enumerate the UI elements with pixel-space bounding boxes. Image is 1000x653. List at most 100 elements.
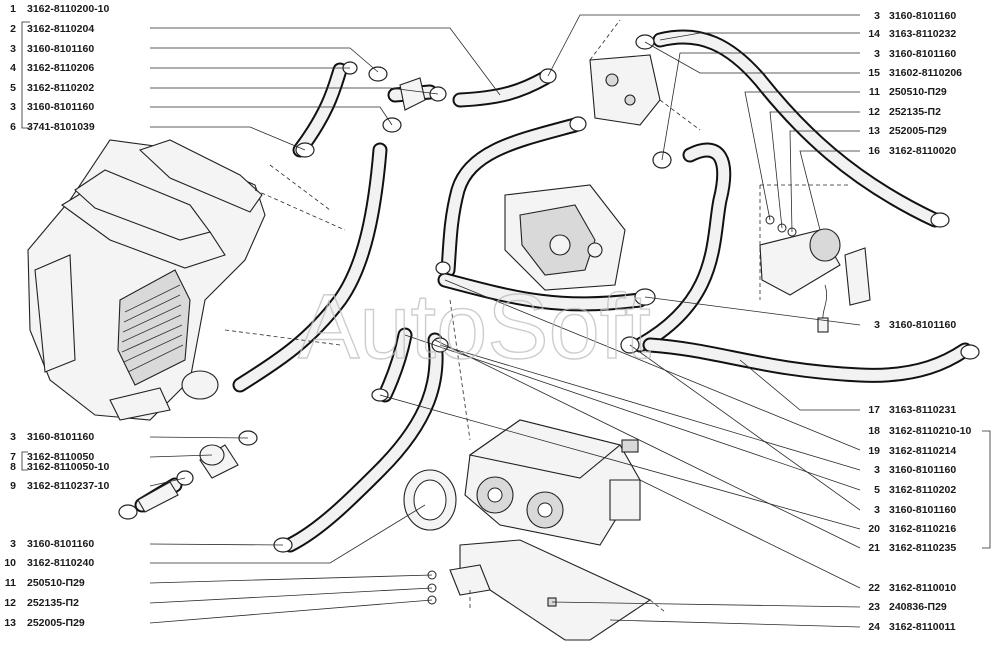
callout-number: 4 xyxy=(10,62,16,74)
callout-number: 3 xyxy=(10,43,16,55)
part-code: 3162-8110010 xyxy=(889,582,956,594)
callout-number: 20 xyxy=(868,523,880,535)
callout-number: 17 xyxy=(868,404,880,416)
right-callout-5: 5 3162-8110202 xyxy=(874,484,956,496)
callout-number: 12 xyxy=(4,597,16,609)
callout-number: 2 xyxy=(10,23,16,35)
right-callout-15: 15 31602-8110206 xyxy=(868,67,962,79)
part-code: 3162-8110202 xyxy=(889,484,956,496)
part-code: 3162-8110206 xyxy=(27,62,94,74)
left-callout-3: 3 3160-8101160 xyxy=(10,43,94,55)
group-2-6-bracket xyxy=(21,21,30,129)
right-callout-20: 20 3162-8110216 xyxy=(868,523,956,535)
part-code: 3162-8110011 xyxy=(889,621,956,633)
electric-pump xyxy=(759,215,871,333)
part-code: 3162-8110210-10 xyxy=(889,425,971,437)
engine-fragment xyxy=(504,184,626,291)
part-code: 3162-8110216 xyxy=(889,523,956,535)
part-code: 3160-8101160 xyxy=(889,504,956,516)
right-callout-24: 24 3162-8110011 xyxy=(868,621,955,633)
part-code: 3162-8110214 xyxy=(889,445,956,457)
group-7-8-bracket xyxy=(21,451,28,471)
callout-number: 22 xyxy=(868,582,880,594)
callout-number: 9 xyxy=(10,480,16,492)
auxiliary-heater xyxy=(403,419,652,641)
left-callout-4: 4 3162-8110206 xyxy=(10,62,94,74)
part-code: 31602-8110206 xyxy=(889,67,962,79)
right-callout-22: 22 3162-8110010 xyxy=(868,582,956,594)
callout-number: 3 xyxy=(10,538,16,550)
part-code: 3163-8110231 xyxy=(889,404,956,416)
right-callout-21: 21 3162-8110235 xyxy=(868,542,956,554)
callout-number: 15 xyxy=(868,67,880,79)
part-code: 3160-8101160 xyxy=(27,431,94,443)
callout-number: 5 xyxy=(874,484,880,496)
part-code: 3162-8110202 xyxy=(27,82,94,94)
part-code: 3163-8110232 xyxy=(889,28,956,40)
assembly-lines xyxy=(224,19,850,613)
callout-number: 3 xyxy=(874,10,880,22)
right-leaders xyxy=(379,14,861,628)
callout-number: 19 xyxy=(868,445,880,457)
right-callout-19: 19 3162-8110214 xyxy=(868,445,956,457)
callout-number: 24 xyxy=(868,621,880,633)
callout-number: 3 xyxy=(874,319,880,331)
left-callout-3: 3 3160-8101160 xyxy=(10,538,94,550)
part-code: 3162-8110020 xyxy=(889,145,956,157)
part-code: 3162-8110235 xyxy=(889,542,956,554)
part-code: 3160-8101160 xyxy=(27,101,94,113)
part-code: 3162-8110240 xyxy=(27,557,94,569)
part-code: 3160-8101160 xyxy=(27,43,94,55)
right-callout-3: 3 3160-8101160 xyxy=(874,319,956,331)
group-18-bracket xyxy=(982,430,991,549)
part-code: 3162-8110204 xyxy=(27,23,94,35)
part-code: 252135-П2 xyxy=(889,106,941,118)
callout-number: 3 xyxy=(10,431,16,443)
callout-number: 23 xyxy=(868,601,880,613)
callout-number: 7 xyxy=(10,451,16,463)
part-code: 3160-8101160 xyxy=(889,464,956,476)
callout-number: 6 xyxy=(10,121,16,133)
part-code: 252005-П29 xyxy=(889,125,947,137)
part-code: 240836-П29 xyxy=(889,601,947,613)
callout-number: 3 xyxy=(10,101,16,113)
right-callout-3: 3 3160-8101160 xyxy=(874,464,956,476)
part-code: 250510-П29 xyxy=(27,577,85,589)
part-code: 3162-8110200-10 xyxy=(27,3,109,15)
right-callout-3: 3 3160-8101160 xyxy=(874,504,956,516)
callout-number: 21 xyxy=(868,542,880,554)
callout-number: 12 xyxy=(868,106,880,118)
left-callout-2: 2 3162-8110204 xyxy=(10,23,94,35)
right-callout-12: 12 252135-П2 xyxy=(868,106,941,118)
callout-number: 3 xyxy=(874,48,880,60)
right-callout-16: 16 3162-8110020 xyxy=(868,145,956,157)
callout-number: 16 xyxy=(868,145,880,157)
callout-number: 3 xyxy=(874,464,880,476)
left-callout-3: 3 3160-8101160 xyxy=(10,101,94,113)
part-code: 252005-П29 xyxy=(27,617,85,629)
right-callout-17: 17 3163-8110231 xyxy=(868,404,956,416)
heater-tap xyxy=(399,54,661,126)
right-callout-23: 23 240836-П29 xyxy=(868,601,947,613)
callout-number: 13 xyxy=(4,617,16,629)
part-code: 3160-8101160 xyxy=(889,319,956,331)
heater-housing xyxy=(27,139,266,421)
callout-number: 3 xyxy=(874,504,880,516)
part-code: 3160-8101160 xyxy=(27,538,94,550)
